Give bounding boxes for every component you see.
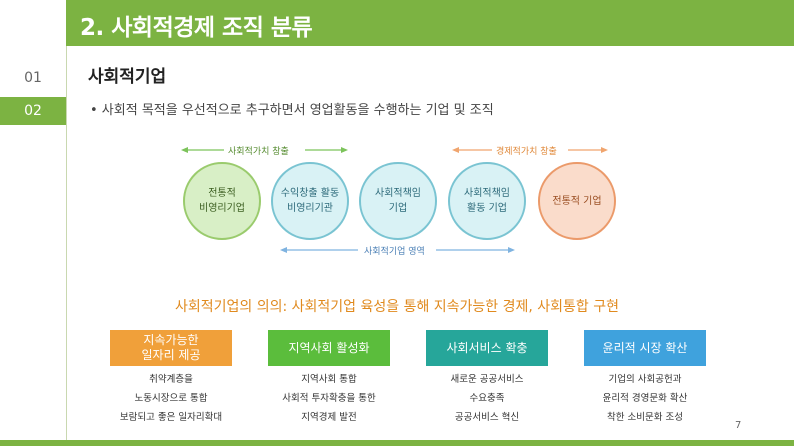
circle-line: 사회적책임 (464, 188, 510, 199)
economic-value-label: 경제적가치 창출 (496, 147, 557, 157)
circle-line: 기업 (388, 203, 408, 214)
box-item: 착한 소비문화 조성 (607, 412, 683, 423)
circle-csr-activity-enterprise: 사회적책임 활동 기업 (448, 162, 526, 240)
box-header-line: 일자리 제공 (141, 348, 201, 362)
box-item: 지역사회 통합 (301, 374, 357, 385)
box-body-jobs: 취약계층을 노동시장으로 통합 보람되고 좋은 일자리확대 (110, 370, 232, 427)
box-header-line: 사회서비스 확충 (446, 340, 528, 355)
circle-line: 전통적 기업 (552, 195, 602, 207)
box-header-social-services: 사회서비스 확충 (426, 330, 548, 366)
circle-line: 비영리기업 (199, 203, 245, 214)
social-value-arrowhead-left (181, 147, 188, 153)
box-item: 윤리적 경영문화 확산 (602, 393, 688, 404)
box-header-line: 윤리적 시장 확산 (602, 340, 688, 355)
circle-social-responsibility-enterprise: 사회적책임 기업 (359, 162, 437, 240)
box-header-line: 지속가능한 (143, 333, 199, 347)
nav-item-02-active[interactable]: 02 (0, 97, 66, 125)
box-body-ethical-market: 기업의 사회공헌과 윤리적 경영문화 확산 착한 소비문화 조성 (584, 370, 706, 427)
circle-line: 활동 기업 (467, 203, 507, 214)
box-header-community: 지역사회 활성화 (268, 330, 390, 366)
page-title: 2. 사회적경제 조직 분류 (80, 15, 313, 41)
box-item: 기업의 사회공헌과 (608, 374, 682, 385)
box-item: 취약계층을 (149, 374, 193, 385)
area-arrowhead-left (280, 247, 287, 253)
significance-statement: 사회적기업의 의의: 사회적기업 육성을 통해 지속가능한 경제, 사회통합 구… (174, 299, 620, 315)
circle-line: 비영리기관 (287, 203, 333, 214)
social-value-arrowhead-right (341, 147, 348, 153)
title-bar: 2. 사회적경제 조직 분류 (66, 0, 794, 46)
nav-item-01[interactable]: 01 (24, 70, 42, 86)
box-body-community: 지역사회 통합 사회적 투자확충을 통한 지역경제 발전 (268, 370, 390, 427)
circle-line: 수익창출 활동 (280, 188, 340, 199)
box-item: 수요충족 (469, 393, 505, 404)
circle-line: 전통적 (208, 188, 236, 199)
box-header-ethical-market: 윤리적 시장 확산 (584, 330, 706, 366)
page-number: 7 (735, 420, 742, 431)
box-item: 노동시장으로 통합 (134, 393, 208, 404)
social-enterprise-area-label: 사회적기업 영역 (364, 247, 425, 257)
box-item: 사회적 투자확충을 통한 (282, 393, 376, 404)
box-header-jobs: 지속가능한 일자리 제공 (110, 330, 232, 366)
definition-bullet: • 사회적 목적을 우선적으로 추구하면서 영업활동을 수행하는 기업 및 조직 (90, 103, 494, 118)
box-header-line: 지역사회 활성화 (288, 340, 370, 355)
box-item: 보람되고 좋은 일자리확대 (119, 412, 223, 423)
circle-line: 사회적책임 (375, 188, 421, 199)
economic-value-arrowhead-right (601, 147, 608, 153)
section-heading: 사회적기업 (88, 67, 167, 87)
box-body-social-services: 새로운 공공서비스 수요충족 공공서비스 혁신 (426, 370, 548, 427)
circle-traditional-nonprofit: 전통적 비영리기업 (183, 162, 261, 240)
bottom-bar (0, 440, 794, 446)
box-item: 공공서비스 혁신 (454, 412, 520, 423)
economic-value-arrowhead-left (452, 147, 459, 153)
social-value-label: 사회적가치 창출 (228, 147, 289, 157)
left-divider (66, 46, 67, 440)
box-item: 지역경제 발전 (301, 412, 357, 423)
area-arrowhead-right (508, 247, 515, 253)
box-item: 새로운 공공서비스 (450, 374, 524, 385)
circle-revenue-nonprofit: 수익창출 활동 비영리기관 (271, 162, 349, 240)
circle-traditional-enterprise: 전통적 기업 (538, 162, 616, 240)
